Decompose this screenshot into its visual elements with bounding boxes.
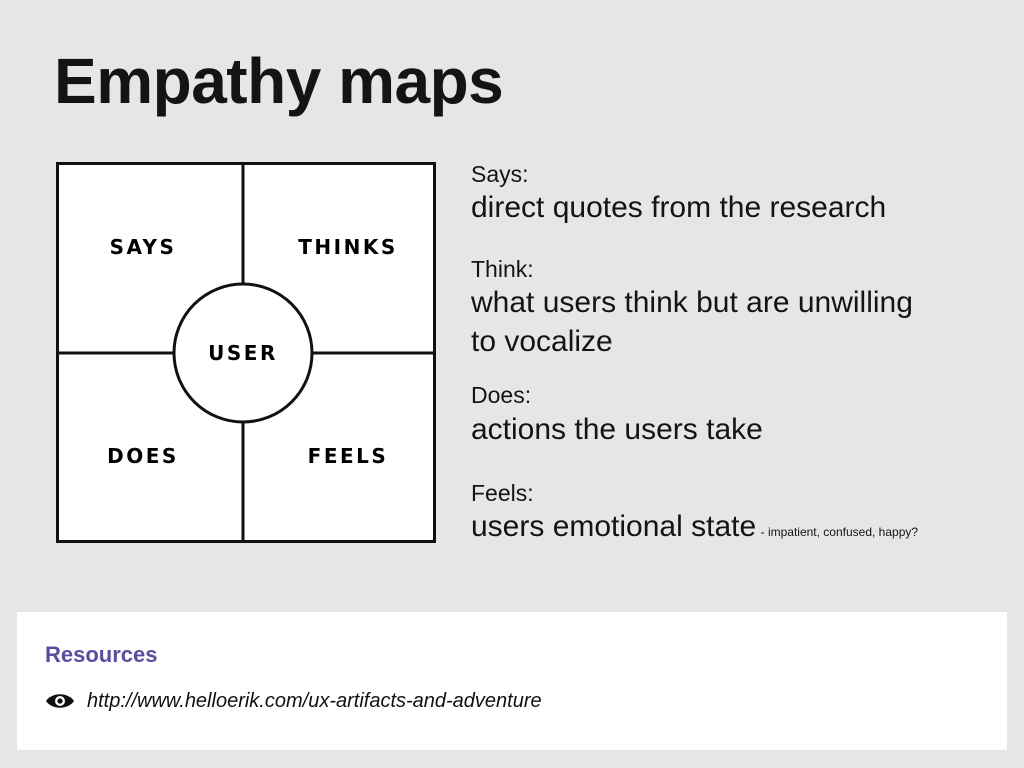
quadrant-feels: FEELS xyxy=(308,444,389,468)
eye-icon xyxy=(46,694,74,708)
feels-note: - impatient, confused, happy? xyxy=(760,525,919,539)
quadrant-does: DOES xyxy=(107,444,179,468)
does-label: Does: xyxy=(471,382,532,408)
resource-link[interactable]: http://www.helloerik.com/ux-artifacts-an… xyxy=(87,690,542,712)
resources-panel: Resources http://www.helloerik.com/ux-ar… xyxy=(17,612,1007,750)
resources-heading: Resources xyxy=(45,642,158,667)
feels-description: users emotional state xyxy=(471,510,757,543)
feels-label: Feels: xyxy=(471,480,534,506)
empathy-map-diagram: SAYS THINKS USER DOES FEELS xyxy=(56,162,436,543)
user-circle xyxy=(172,282,314,424)
feels-row: users emotional state - impatient, confu… xyxy=(471,510,918,544)
center-user: USER xyxy=(208,341,278,365)
page-title: Empathy maps xyxy=(54,45,504,117)
says-description: direct quotes from the research xyxy=(471,191,887,224)
says-label: Says: xyxy=(471,161,529,187)
quadrant-thinks: THINKS xyxy=(298,235,397,259)
think-description-line2: to vocalize xyxy=(471,325,613,358)
think-label: Think: xyxy=(471,256,534,282)
does-description: actions the users take xyxy=(471,413,763,446)
quadrant-says: SAYS xyxy=(110,235,177,259)
think-description-line1: what users think but are unwilling xyxy=(471,286,913,319)
